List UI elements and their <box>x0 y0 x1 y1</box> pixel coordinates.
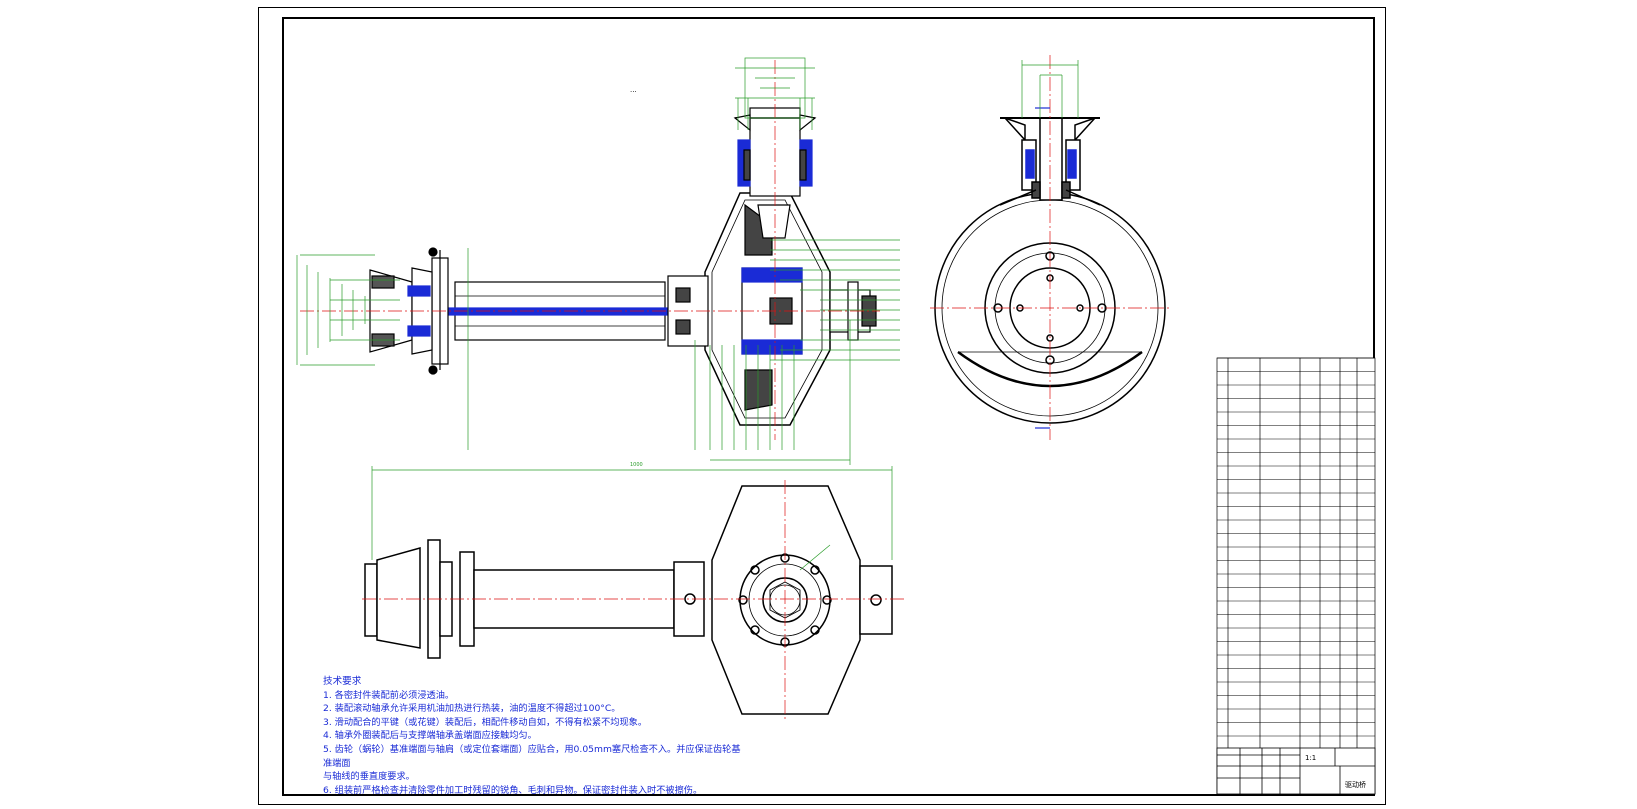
parts-list-rows <box>1217 357 1375 737</box>
technical-requirements: 技术要求 1. 各密封件装配前必须浸透油。 2. 装配滚动轴承允许采用机油加热进… <box>323 675 743 797</box>
technical-requirements-title: 技术要求 <box>323 676 362 687</box>
technical-requirement-line: 3. 滑动配合的平键（或花键）装配后，相配件移动自如，不得有松紧不均现象。 <box>323 716 648 728</box>
technical-requirement-line: 5. 齿轮（蜗轮）基准端面与轴肩（或定位套端面）应贴合，用0.05mm塞尺检查不… <box>323 743 741 755</box>
technical-requirement-line: 2. 装配滚动轴承允许采用机油加热进行热装，油的温度不得超过100°C。 <box>323 703 621 715</box>
section-view <box>300 60 880 450</box>
technical-requirement-line: 与轴线的垂直度要求。 <box>323 771 415 783</box>
overall-dimension-label: 1000 <box>630 462 643 468</box>
technical-requirement-line: 6. 组装前严格检查并清除零件加工时残留的锐角、毛刺和异物。保证密封件装入时不被… <box>323 784 703 796</box>
section-dimensions <box>296 57 900 465</box>
title-block <box>1216 747 1376 795</box>
technical-requirement-line: 4. 轴承外圈装配后与支撑端轴承盖端面应接触均匀。 <box>323 730 537 742</box>
technical-requirement-line: 1. 各密封件装配前必须浸透油。 <box>323 689 455 701</box>
plan-view <box>362 466 905 720</box>
technical-requirement-line: 准端面 <box>323 757 351 769</box>
title-block-name: 驱动桥 <box>1345 780 1366 789</box>
title-block-scale: 1:1 <box>1305 754 1316 762</box>
parts-list <box>1216 357 1376 795</box>
cursor-mark: ... <box>630 86 637 94</box>
side-view <box>930 55 1170 440</box>
